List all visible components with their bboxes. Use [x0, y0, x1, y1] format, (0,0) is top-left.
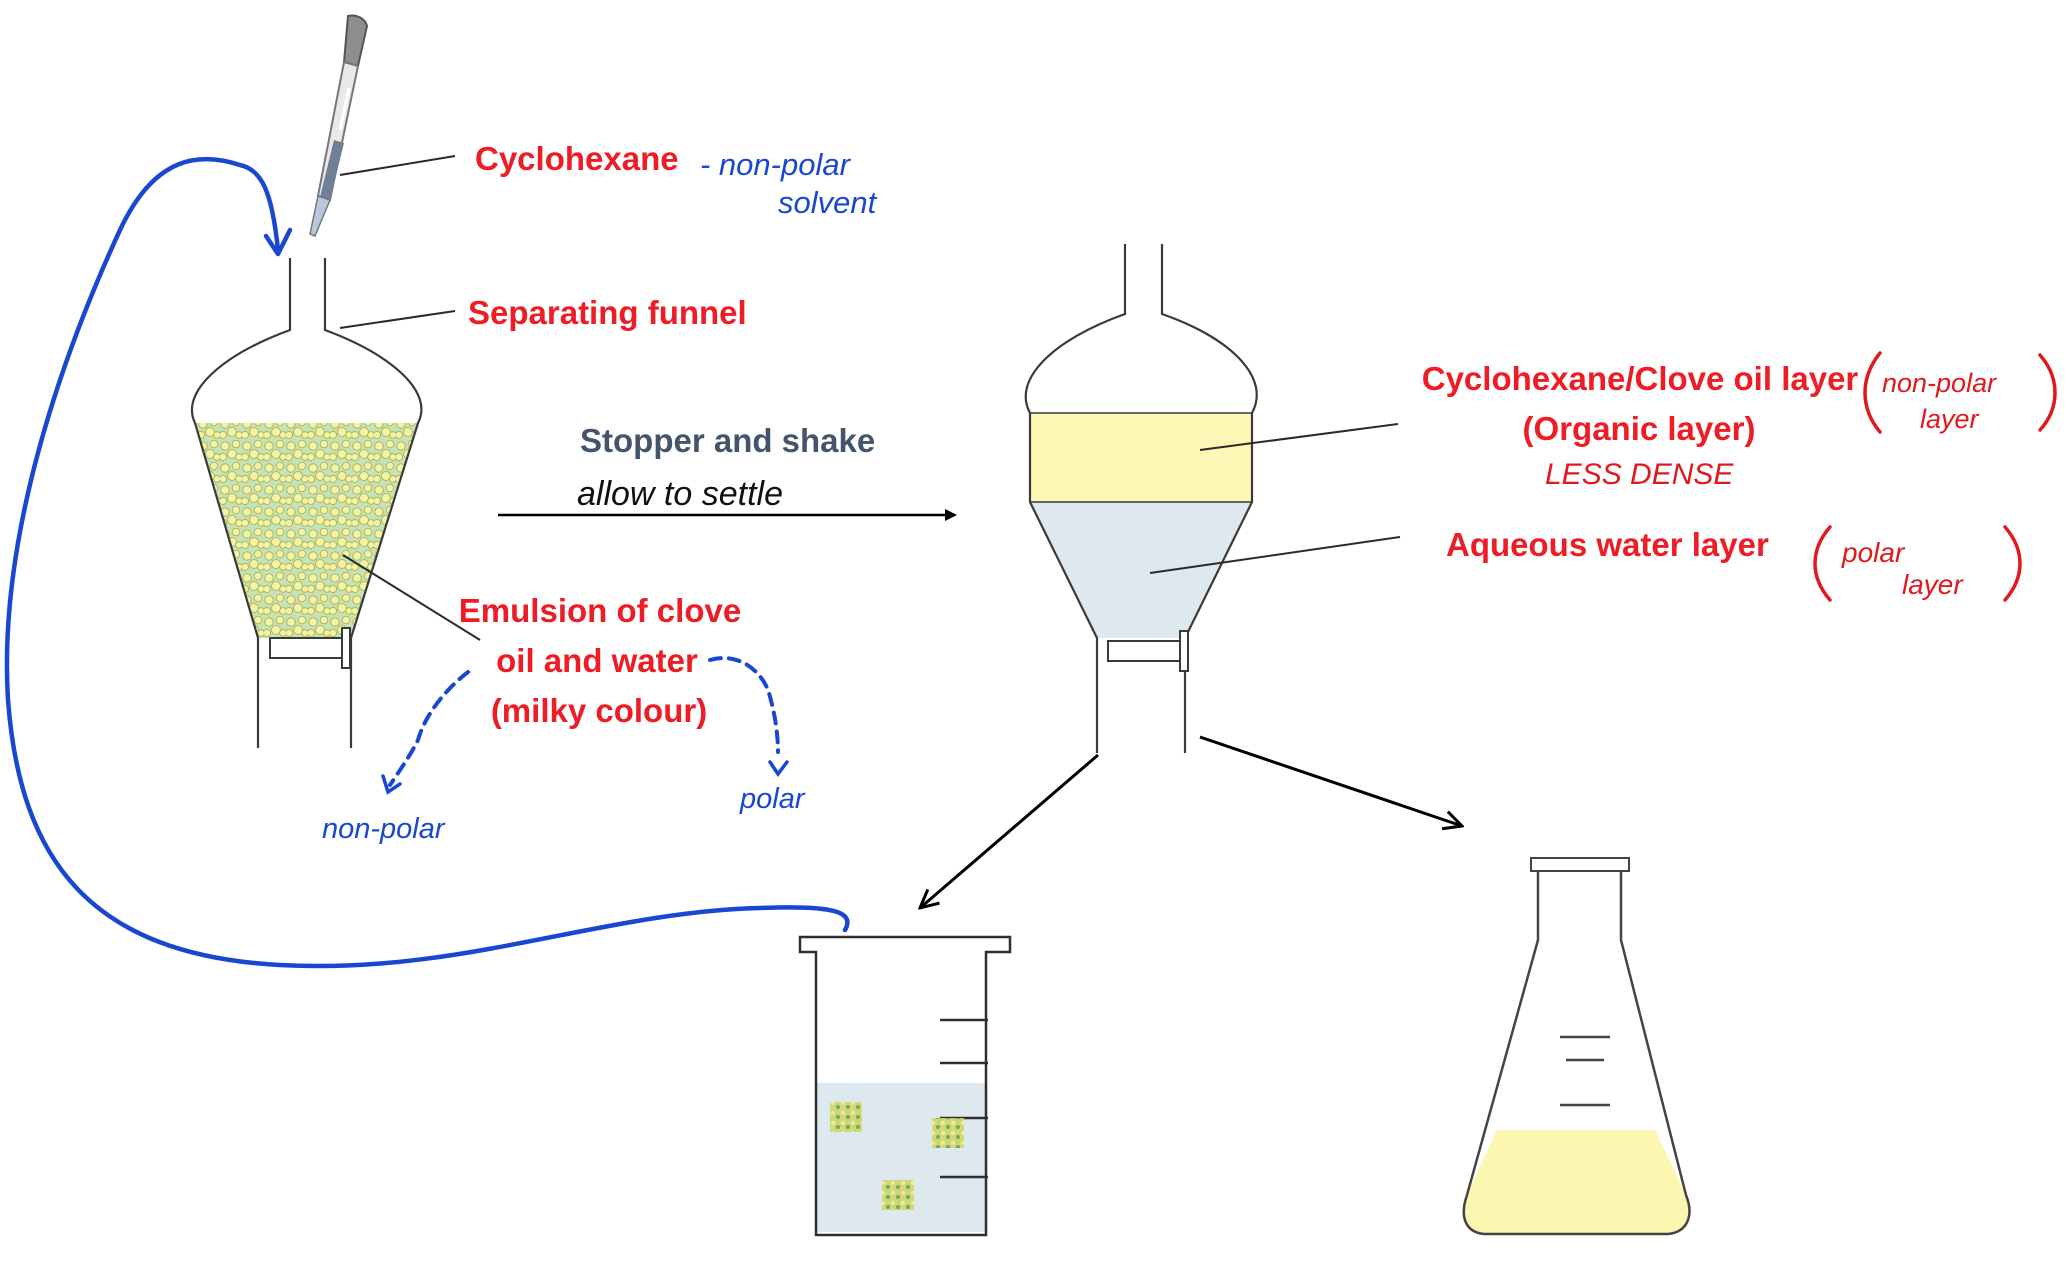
beaker-icon [798, 935, 1012, 1237]
leader-lines [339, 155, 1401, 641]
note-non-polar-solvent-1: - non-polar [700, 147, 852, 182]
label-emulsion-line1: Emulsion of clove [459, 592, 741, 629]
printed-labels: Cyclohexane Separating funnel Stopper an… [459, 140, 1859, 729]
note-less-dense: LESS DENSE [1545, 458, 1734, 491]
stopcock-icon [269, 627, 351, 669]
separating-funnel-right [1024, 244, 1258, 753]
note-polar-layer-1: polar [1841, 537, 1906, 568]
label-emulsion-line3: (milky colour) [491, 692, 707, 729]
note-polar-layer-2: layer [1902, 569, 1964, 600]
note-non-polar-layer-2: layer [1920, 404, 1980, 434]
label-separating-funnel: Separating funnel [468, 294, 747, 331]
note-non-polar: non-polar [322, 813, 446, 845]
pipette-icon [309, 14, 369, 237]
note-non-polar-layer-1: non-polar [1882, 368, 1997, 398]
dashed-polarity-arrows [388, 656, 780, 787]
label-cyclohexane: Cyclohexane [475, 140, 679, 177]
label-organic-layer-line1: Cyclohexane/Clove oil layer [1422, 360, 1859, 397]
label-emulsion-line2: oil and water [496, 642, 698, 679]
handwritten-annotations: - non-polar solvent allow to settle LESS… [322, 147, 1997, 845]
note-polar: polar [739, 783, 806, 815]
recycle-loop-arrow [4, 156, 850, 969]
process-arrows [498, 509, 1462, 908]
stopcock-icon [1107, 630, 1189, 672]
note-allow-to-settle: allow to settle [577, 475, 783, 513]
conical-flask-icon [1462, 857, 1691, 1236]
label-organic-layer-line2: (Organic layer) [1523, 410, 1756, 447]
handwritten-brackets [1813, 351, 2057, 602]
note-non-polar-solvent-2: solvent [778, 185, 878, 220]
separating-funnel-left [190, 258, 423, 748]
label-stopper-and-shake: Stopper and shake [580, 422, 875, 459]
label-aqueous-layer: Aqueous water layer [1446, 526, 1769, 563]
